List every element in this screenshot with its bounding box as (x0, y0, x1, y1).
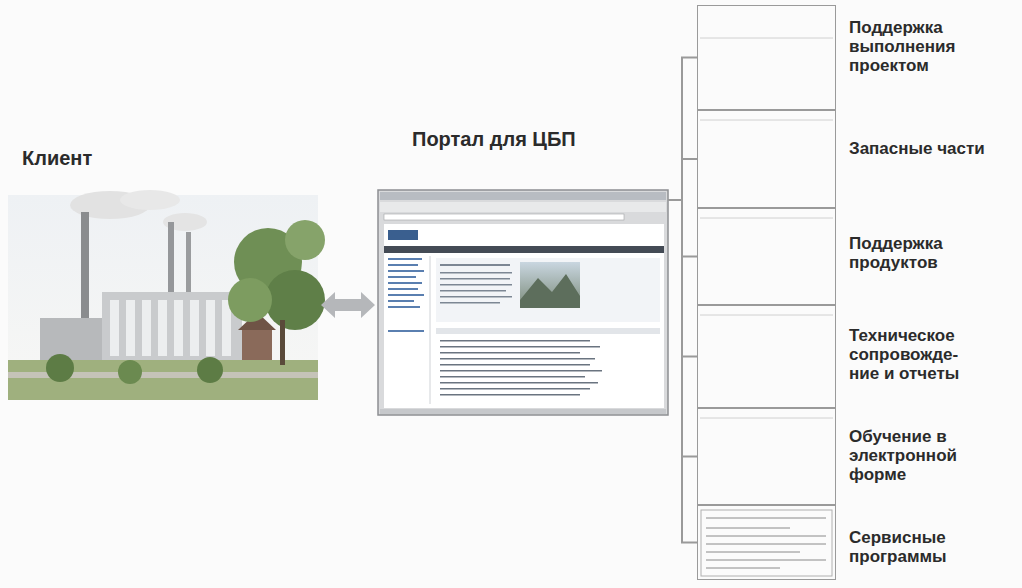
heading-label: Портал для ЦБП (412, 128, 576, 150)
service-label: Техническое сопровожде- ние и отчеты (849, 326, 989, 383)
service-label: Сервисные программы (849, 528, 989, 566)
connector (321, 292, 375, 318)
portal-screenshot-frame: Портал для ЦБП (378, 190, 668, 415)
connector (668, 58, 697, 201)
service-label: Обучение в электронной форме (849, 427, 989, 484)
heading-label: Клиент (22, 147, 92, 169)
client-photo: Клиент (8, 195, 318, 400)
service-label: Поддержка продуктов (849, 234, 989, 272)
service-box: Поддержка выполнения проектом (697, 5, 836, 110)
connector (668, 200, 697, 543)
factory-photo (8, 190, 325, 400)
service-box: Запасные части (697, 110, 836, 208)
service-label: Поддержка выполнения проектом (849, 18, 989, 75)
service-box: Обучение в электронной форме (697, 408, 836, 505)
box-details (700, 38, 833, 418)
document-box: Сервисные программы (697, 505, 836, 580)
service-label: Запасные части (849, 139, 989, 158)
connector (668, 159, 697, 200)
service-box: Поддержка продуктов (697, 208, 836, 305)
document-icon (701, 510, 832, 576)
service-box: Техническое сопровожде- ние и отчеты (697, 305, 836, 408)
portal-screenshot (378, 190, 668, 415)
